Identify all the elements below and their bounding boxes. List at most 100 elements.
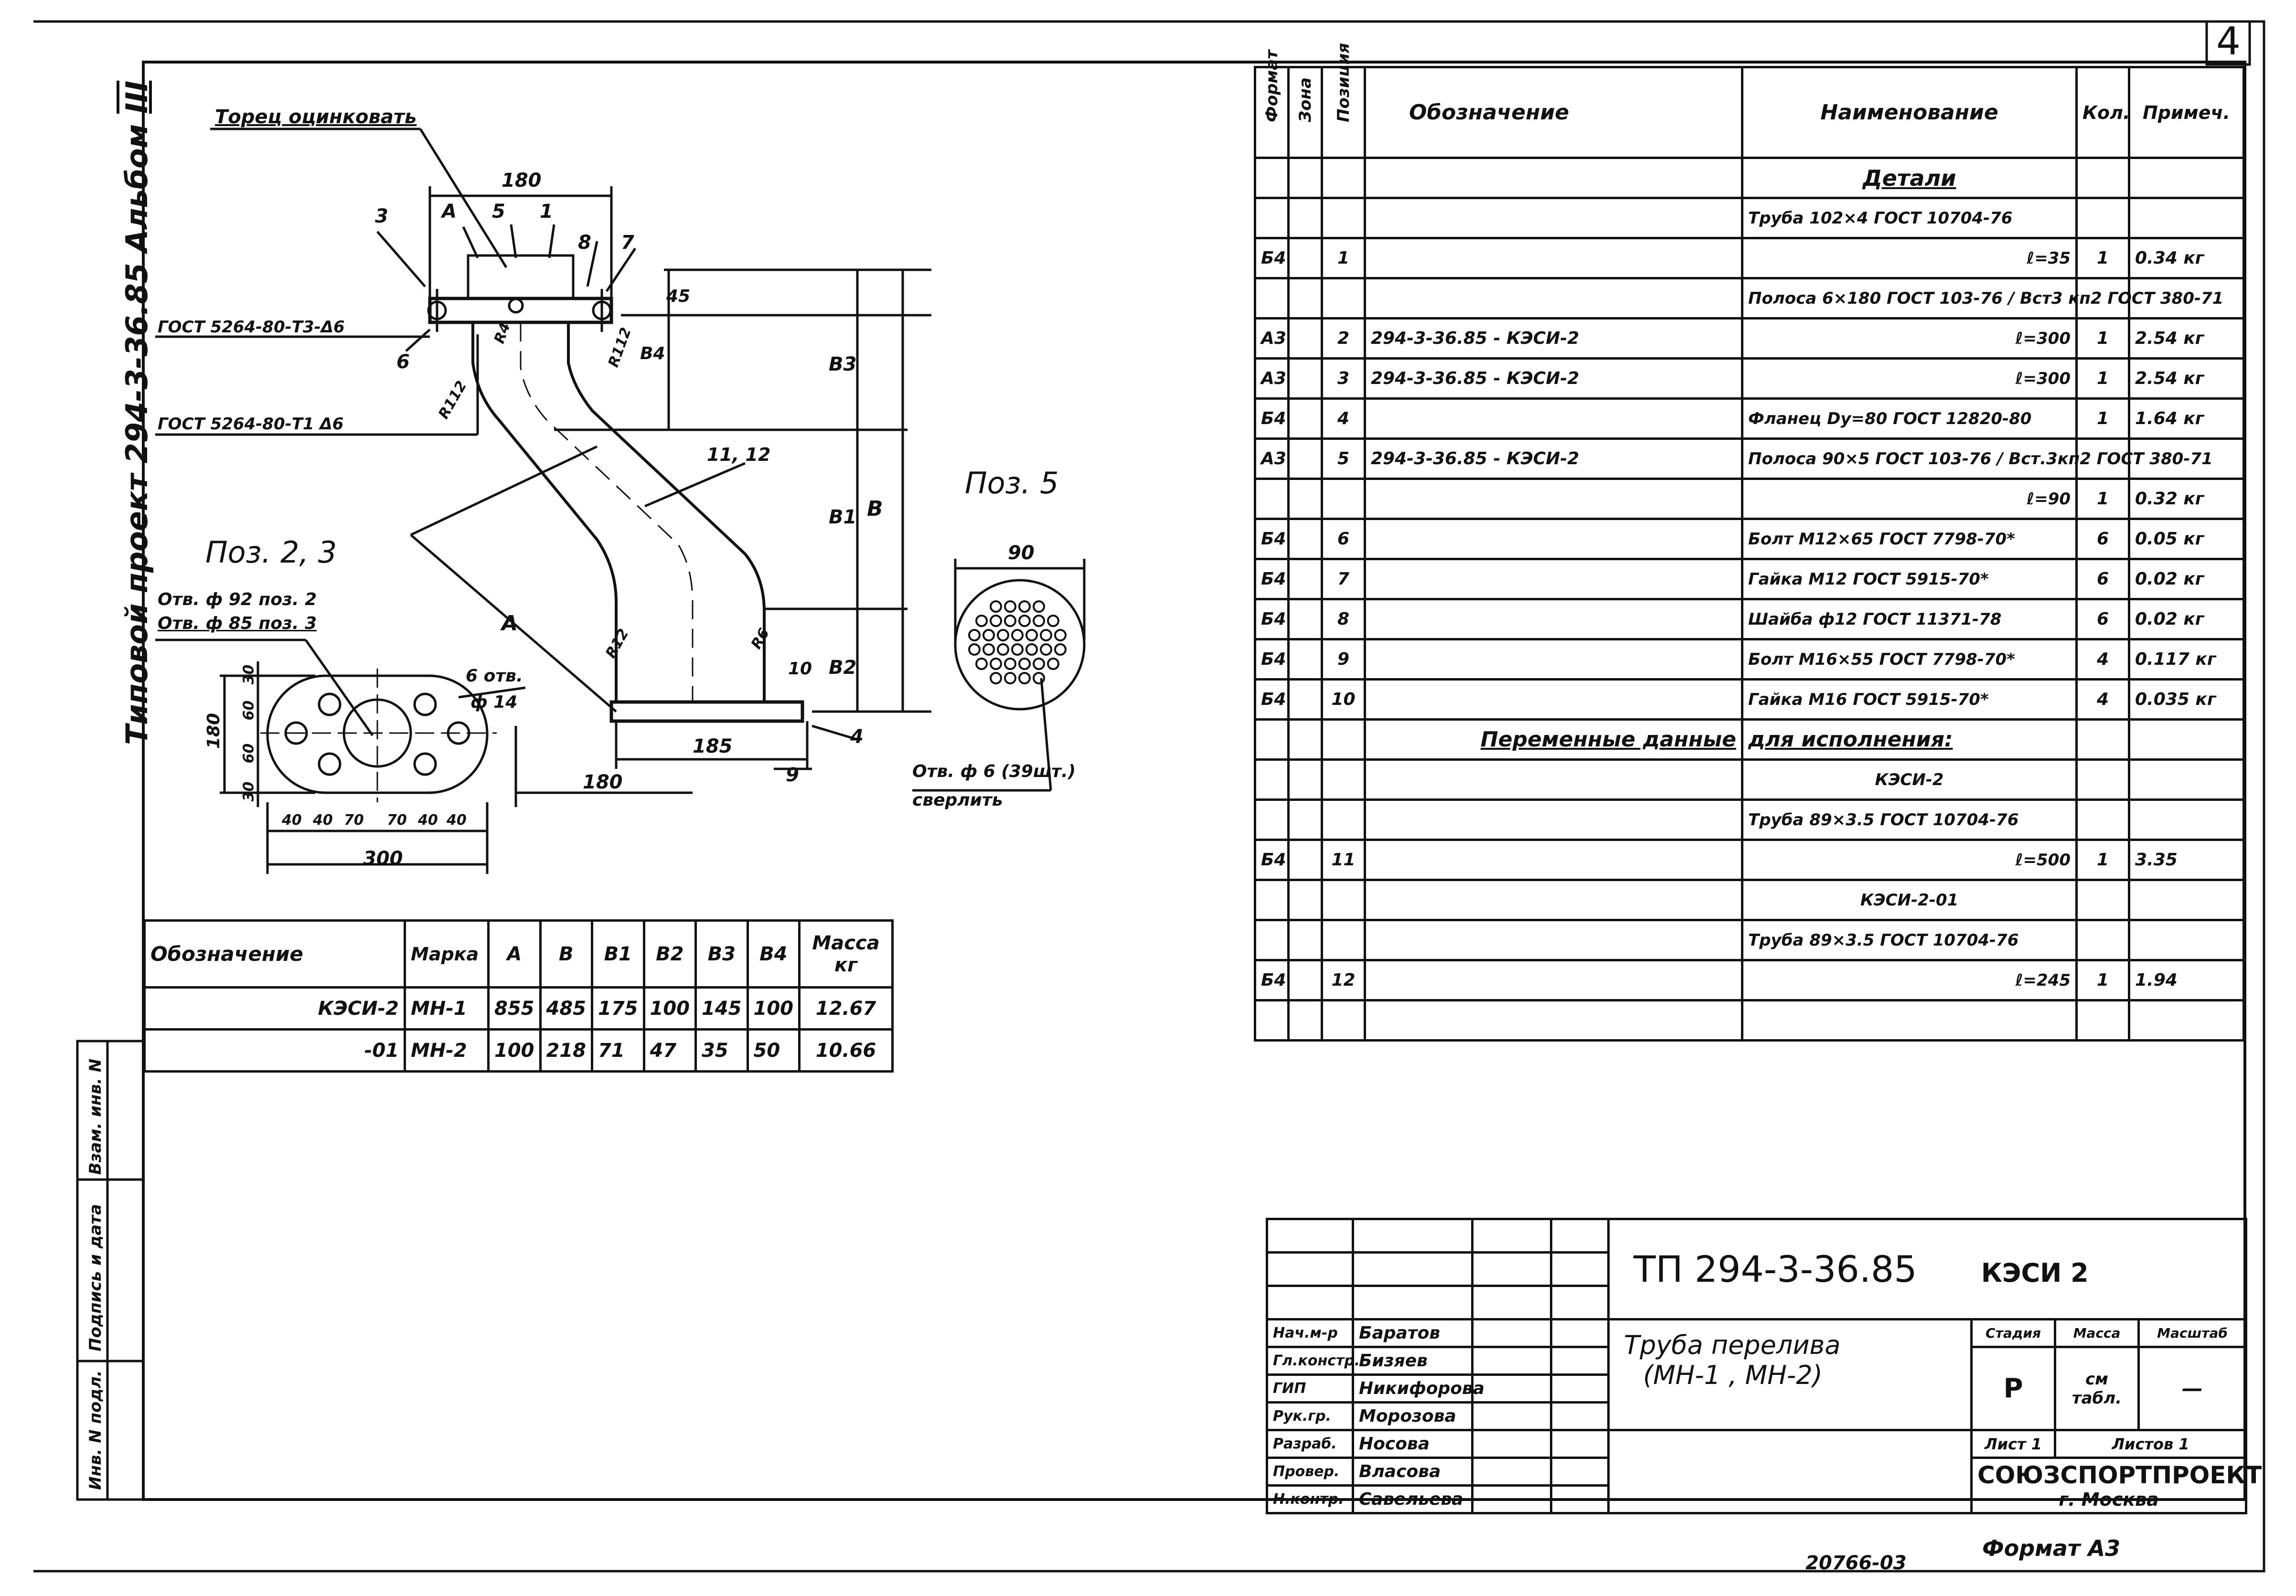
- spec-cell: [2128, 437, 2245, 480]
- spec-cell: [1321, 157, 1366, 199]
- spec-cell: [1287, 718, 1323, 761]
- pos-label: 3: [375, 205, 388, 227]
- spec-cell: [1287, 518, 1323, 560]
- mass-cell: 855: [487, 986, 542, 1031]
- spec-cell: 1: [2075, 959, 2130, 1001]
- table-row: КЭСИ-2-01: [1254, 879, 2245, 921]
- spec-cell: Болт М12×65 ГОСТ 7798-70*: [1741, 518, 2078, 560]
- pos23-dim-v: 30: [240, 781, 257, 802]
- spec-cell: Б4: [1254, 678, 1290, 721]
- tb-blank: [1550, 1218, 1610, 1254]
- spec-cell: [1287, 839, 1323, 881]
- tb-signature: [1471, 1318, 1552, 1348]
- mass-cell: 100: [642, 986, 697, 1031]
- pos-label: 5: [492, 201, 505, 223]
- table-row: Труба 89×3.5 ГОСТ 10704-76: [1254, 919, 2245, 961]
- mass-cell: -01: [143, 1028, 406, 1073]
- mass-table: Обозначение Марка A B B1 B2 B3 B4 Масса …: [143, 919, 894, 1073]
- pos5-dim: 90: [1008, 542, 1035, 564]
- organization: СОЮЗСПОРТПРОЕКТ: [1977, 1461, 2262, 1489]
- spec-cell: [2075, 919, 2130, 961]
- pos23-dim-h: 70: [387, 812, 407, 829]
- mass-header-cell: B3: [694, 919, 749, 989]
- spec-cell: [1287, 638, 1323, 681]
- mass-header-cell: Масса кг: [798, 919, 894, 989]
- spec-cell: [2128, 919, 2245, 961]
- spec-cell: [2075, 798, 2130, 841]
- mass-header-cell: B1: [591, 919, 645, 989]
- spec-cell: [1287, 598, 1323, 640]
- tb-stage-h: Стадия: [1970, 1318, 2056, 1348]
- tb-staff-role: Нач.м-р: [1266, 1318, 1354, 1348]
- spec-cell: 0.035 кг: [2128, 678, 2245, 721]
- organization-city: г. Москва: [2059, 1489, 2159, 1510]
- spec-cell: [1364, 518, 1743, 560]
- spec-cell: 4: [2075, 678, 2130, 721]
- side-label-text: Типовой проект 294-3-36.85 Альбом: [119, 124, 154, 745]
- spec-cell: 0.34 кг: [2128, 237, 2245, 279]
- tb-blank: [1266, 1218, 1354, 1254]
- spec-cell: 0.02 кг: [2128, 558, 2245, 600]
- pos23-holes-note-1: 6 отв.: [466, 666, 523, 686]
- tb-mass-h: Масса: [2054, 1318, 2140, 1348]
- pos-label: 4: [850, 726, 864, 748]
- pos5-holes: [968, 600, 1067, 684]
- spec-cell: [2128, 277, 2245, 319]
- drawing-mark: КЭСИ 2: [1981, 1258, 2089, 1288]
- tb-staff-role: Гл.констр.: [1266, 1346, 1360, 1376]
- spec-cell: 0.117 кг: [2128, 638, 2245, 681]
- pos23-dim-h: 40: [282, 812, 302, 829]
- spec-cell: [1254, 919, 1290, 961]
- spec-cell: ℓ=245: [1741, 959, 2078, 1001]
- tb-staff-name: Савельева: [1352, 1484, 1474, 1514]
- tb-date: [1550, 1401, 1610, 1431]
- spec-cell: 1: [2075, 357, 2130, 400]
- spec-cell: [1321, 197, 1366, 239]
- spec-cell: [1364, 999, 1743, 1042]
- spec-cell: [1287, 277, 1323, 319]
- spec-cell: [1364, 919, 1743, 961]
- table-row: КЭСИ-2 МН-1 855 485 175 100 145 100 12.6…: [143, 986, 894, 1031]
- spec-cell: А3: [1254, 437, 1290, 480]
- title-block: ТП 294-3-36.85 КЭСИ 2 Нач.м-р Баратов Тр…: [1266, 1218, 2262, 1514]
- spec-cell: 6: [1321, 518, 1366, 560]
- spec-cell: 0.02 кг: [2128, 598, 2245, 640]
- spec-cell: 1: [2075, 478, 2130, 520]
- label-b3: B3: [829, 353, 857, 375]
- spec-cell: 0.32 кг: [2128, 478, 2245, 520]
- tb-sheet: Лист 1: [1970, 1429, 2056, 1459]
- pos-label: 1: [540, 201, 553, 223]
- spec-header-cell: Кол.: [2075, 66, 2130, 159]
- spec-cell: КЭСИ-2: [1741, 758, 2078, 801]
- side-label: Типовой проект 294-3-36.85 Альбом III: [119, 81, 154, 745]
- spec-cell: [1287, 678, 1323, 721]
- tb-staff-name: Баратов: [1352, 1318, 1474, 1348]
- spec-cell: Б4: [1254, 397, 1290, 440]
- pos23-title: Поз. 2, 3: [205, 535, 337, 570]
- spec-cell: 12: [1321, 959, 1366, 1001]
- spec-cell: [2128, 758, 2245, 801]
- spec-cell: [1287, 437, 1323, 480]
- pos23-dim-total: 300: [363, 848, 403, 870]
- spec-cell: 7: [1321, 558, 1366, 600]
- tb-staff-name: Власова: [1352, 1457, 1474, 1487]
- spec-cell: [1254, 879, 1290, 921]
- spec-cell: [2075, 277, 2130, 319]
- spec-cell: Гайка М12 ГОСТ 5915-70*: [1741, 558, 2078, 600]
- table-row: Труба 89×3.5 ГОСТ 10704-76: [1254, 798, 2245, 841]
- spec-cell: [2075, 197, 2130, 239]
- spec-cell: Полоса 90×5 ГОСТ 103-76 / Вст.3кп2 ГОСТ …: [1741, 437, 2213, 480]
- tb-name-cell: Труба перелива (МН-1 , МН-2): [1607, 1318, 1973, 1431]
- table-row: Детали: [1254, 157, 2245, 199]
- spec-cell: [1287, 317, 1323, 360]
- spec-cell: [1287, 919, 1323, 961]
- pos5-title: Поз. 5: [965, 466, 1059, 500]
- spec-cell: [1364, 237, 1743, 279]
- spec-cell: [2128, 879, 2245, 921]
- spec-cell: 1: [2075, 839, 2130, 881]
- spec-cell: [1254, 999, 1290, 1042]
- specification-table: Формат Зона Позиция Обозначение Наименов…: [1254, 43, 2245, 1153]
- footer-number: 20766-03: [1805, 1552, 1907, 1574]
